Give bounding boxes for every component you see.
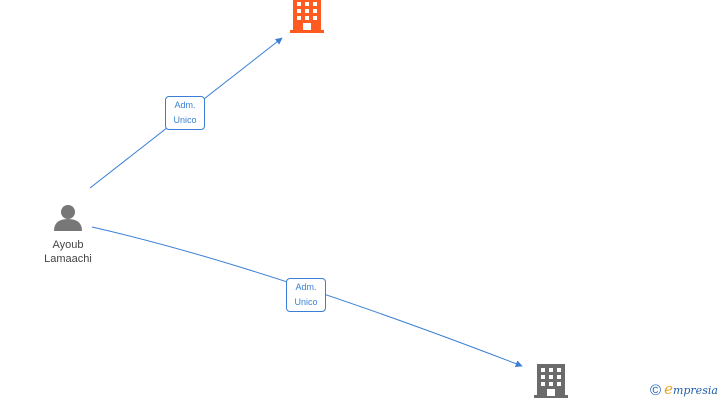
relation-role-line2: Unico bbox=[294, 297, 318, 307]
person-name-label[interactable]: Ayoub Lamaachi bbox=[38, 238, 98, 266]
relation-label-2: Adm. Unico bbox=[286, 278, 326, 312]
relation-label-1: Adm. Unico bbox=[165, 96, 205, 130]
person-last-name: Lamaachi bbox=[44, 253, 92, 265]
person-first-name: Ayoub bbox=[52, 239, 84, 251]
relation-role-line1: Adm. bbox=[295, 282, 317, 292]
relation-role-line1: Adm. bbox=[174, 100, 196, 110]
brand-logo-initial: e bbox=[664, 380, 673, 398]
building-icon[interactable] bbox=[290, 0, 324, 33]
building-icon[interactable] bbox=[534, 364, 568, 398]
relation-edge-2 bbox=[91, 226, 523, 367]
person-icon[interactable] bbox=[54, 205, 82, 231]
empresia-watermark: ©empresia bbox=[650, 380, 718, 399]
brand-logo-text: mpresia bbox=[672, 384, 718, 397]
relation-role-line2: Unico bbox=[173, 115, 197, 125]
copyright-icon: © bbox=[650, 382, 662, 399]
